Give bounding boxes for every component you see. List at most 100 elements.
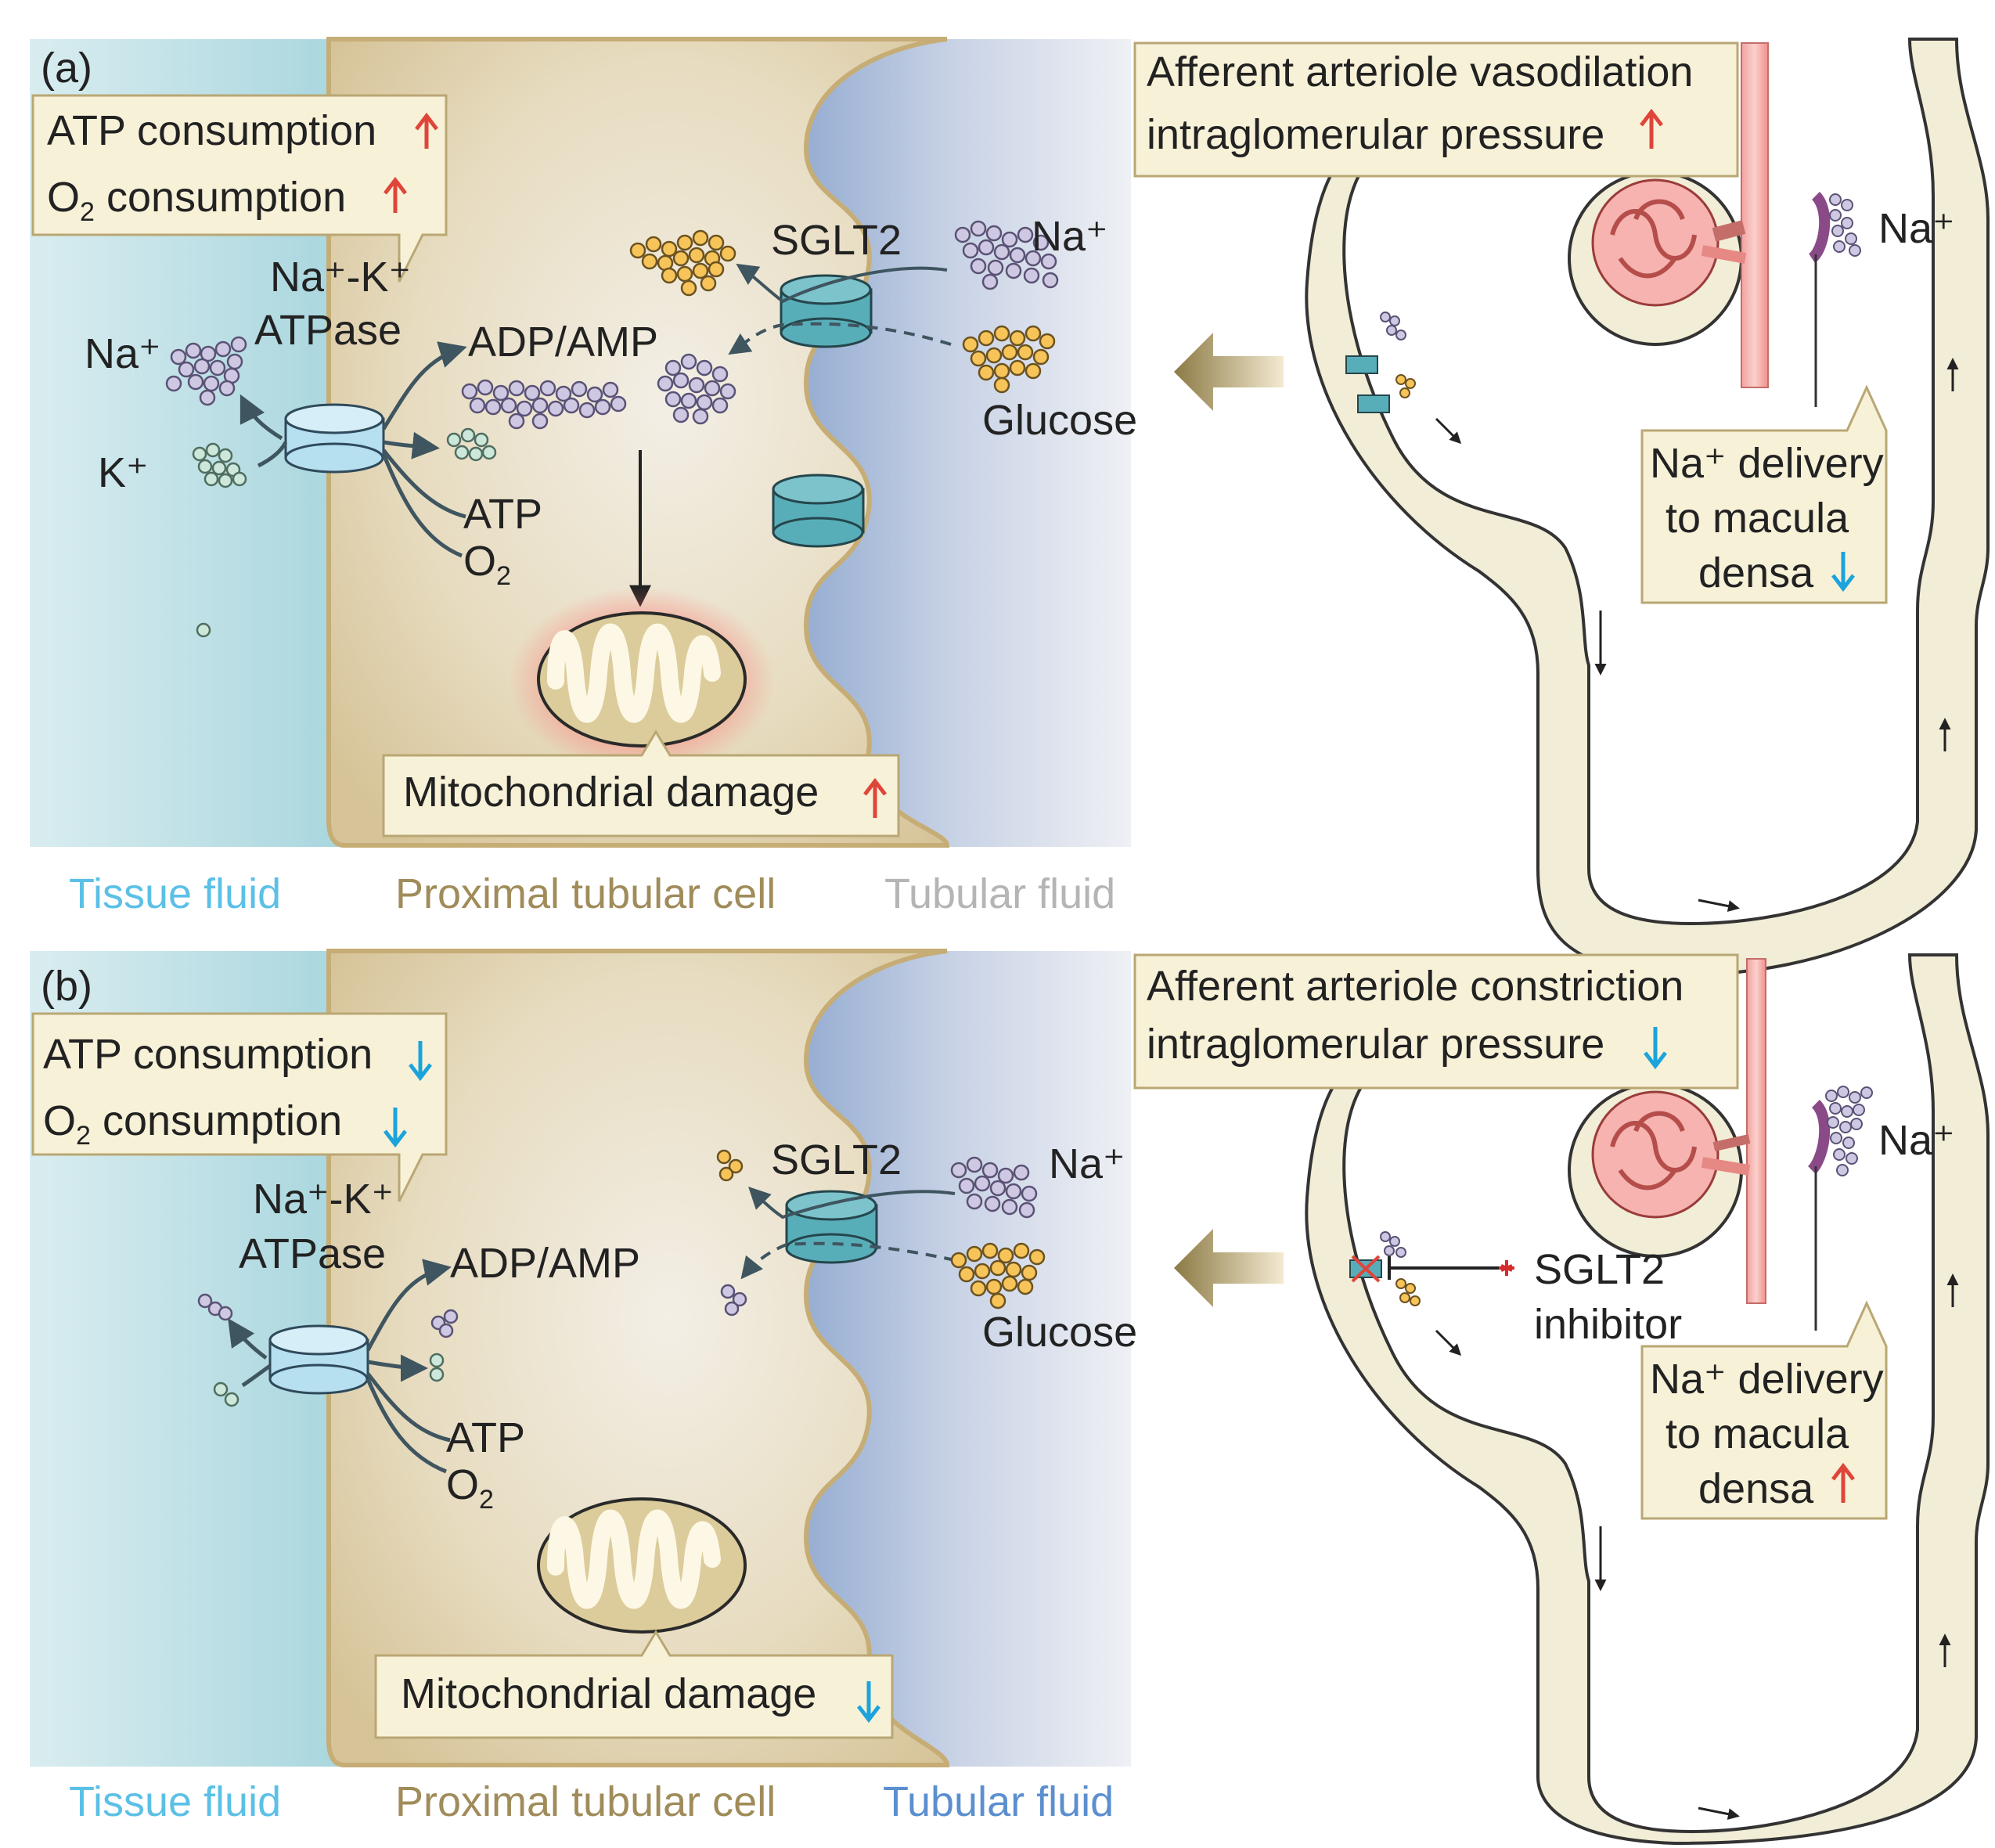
na-k-atpase-pump	[284, 403, 385, 474]
zoom-arrow-b	[1174, 1229, 1284, 1307]
sodium-small-b	[197, 1293, 233, 1321]
up-arrow-icon	[384, 176, 407, 213]
k-inward-arrow	[383, 431, 440, 459]
macula-na-label: Na⁺	[1878, 205, 1955, 252]
na-k-atpase-pump-b	[268, 1324, 369, 1395]
panel-a-letter: (a)	[41, 45, 92, 92]
glucose-cluster-cytoplasm	[629, 229, 736, 297]
o2-in-line-b	[366, 1378, 447, 1474]
adp-arrow-b	[366, 1259, 452, 1352]
atp-consumption-label: ATP consumption	[47, 107, 376, 154]
down-arrow-icon	[1644, 1027, 1667, 1070]
tissue-fluid-label: Tissue fluid	[69, 870, 281, 917]
adp-amp-label: ADP/AMP	[468, 319, 658, 366]
afferent-callout-a: Afferent arteriole vasodilation intraglo…	[1133, 41, 1739, 178]
lumen-na-label-b: Na⁺	[1049, 1140, 1125, 1187]
sodium-cotransport-arrow	[728, 322, 952, 355]
macula-line3-b: densa	[1698, 1465, 1814, 1512]
mitochondrial-damage-callout-b: Mitochondrial damage	[374, 1630, 894, 1739]
na-k-label: Na⁺-K⁺	[270, 254, 411, 301]
potassium-small-b	[213, 1381, 239, 1407]
down-arrow-icon	[857, 1681, 880, 1724]
panel-b-letter: (b)	[41, 963, 92, 1010]
panel-a: (a) ATP consumption O2 consumption Na⁺-K…	[30, 37, 1990, 977]
adp-arrow	[381, 341, 467, 430]
atp-label: ATP	[463, 491, 542, 538]
sglt2-transporter	[780, 274, 873, 348]
up-arrow-icon	[1640, 108, 1663, 149]
lumen-na-label: Na⁺	[1032, 213, 1108, 260]
sodium-cluster-lumen	[954, 220, 1059, 290]
mitochondrion	[509, 587, 775, 775]
atpase-label: ATPase	[254, 307, 402, 354]
up-arrow-icon	[415, 112, 438, 149]
proximal-cell-label-b: Proximal tubular cell	[395, 1778, 776, 1825]
macula-line2-b: to macula	[1666, 1410, 1849, 1457]
inhibited-sglt2	[1349, 1231, 1421, 1306]
down-arrow-icon	[1831, 552, 1855, 593]
mitochondrial-damage-label: Mitochondrial damage	[403, 769, 819, 816]
sodium-cluster-cytoplasm	[461, 379, 627, 430]
macula-densa	[1808, 192, 1831, 263]
o2-in-line	[381, 453, 463, 558]
afferent-line2-b: intraglomerular pressure	[1147, 1021, 1604, 1068]
k-label: K⁺	[98, 449, 149, 496]
macula-na-label-b: Na⁺	[1878, 1117, 1955, 1164]
na-label: Na⁺	[85, 330, 161, 377]
atp-in-line	[382, 448, 466, 519]
macula-line1: Na⁺ delivery	[1650, 440, 1884, 487]
afferent-callout-b: Afferent arteriole constriction intraglo…	[1133, 953, 1739, 1090]
sodium-cluster-sglt	[657, 353, 736, 425]
macula-callout-b: Na⁺ delivery to macula densa	[1640, 1300, 1888, 1520]
macula-line2: to macula	[1666, 495, 1849, 542]
k-inward-arrow-b	[367, 1354, 428, 1382]
macula-line1-b: Na⁺ delivery	[1650, 1356, 1884, 1403]
mitochondrial-damage-label-b: Mitochondrial damage	[401, 1670, 816, 1717]
sglt2-transporter-secondary	[772, 474, 865, 548]
afferent-line1-b: Afferent arteriole constriction	[1147, 963, 1684, 1010]
o2-consumption-label: O2 consumption	[47, 174, 346, 227]
inhibitor-star-icon	[1499, 1260, 1514, 1276]
macula-line3: densa	[1698, 549, 1814, 596]
glucose-cotransport-arrow-b	[748, 1187, 956, 1219]
sglt2-label-b: SGLT2	[771, 1137, 902, 1183]
glucose-label: Glucose	[982, 397, 1137, 444]
potassium-cluster-inside	[446, 427, 497, 462]
sodium-cotransport-arrow-b	[740, 1241, 956, 1280]
sodium-cluster-lumen-b	[950, 1156, 1038, 1219]
macula-densa-b	[1807, 1100, 1831, 1174]
k-influx-line	[257, 441, 288, 468]
tubular-fluid-label: Tubular fluid	[884, 870, 1115, 917]
glucose-cluster-lumen-b	[950, 1242, 1046, 1309]
down-arrow-icon	[384, 1108, 407, 1148]
up-arrow-icon	[1831, 1462, 1855, 1503]
o2-label-b: O2	[446, 1461, 494, 1515]
atp-in-line-b	[366, 1372, 451, 1443]
up-arrow-icon	[863, 777, 887, 818]
block-x-icon	[1351, 1255, 1381, 1283]
down-arrow-icon	[409, 1041, 432, 1082]
nephron-b: Na⁺ SGLT2 inhibitor	[1305, 953, 1990, 1846]
na-efflux-arrow	[239, 394, 283, 441]
sglt2-label: SGLT2	[771, 217, 902, 264]
potassium-cytoplasm-b	[429, 1353, 445, 1382]
atp-consumption-label-b: ATP consumption	[43, 1031, 373, 1078]
consumption-callout-b: ATP consumption O2 consumption	[31, 1012, 448, 1202]
consumption-callout-a: ATP consumption O2 consumption	[31, 94, 448, 283]
sglt2-transporter-b	[785, 1190, 878, 1264]
o2-consumption-label-b: O2 consumption	[43, 1097, 342, 1151]
sodium-small-cyt-b	[720, 1284, 747, 1317]
inhibitor-line2: inhibitor	[1534, 1301, 1682, 1348]
glucose-cotransport-arrow	[736, 263, 948, 304]
afferent-line2: intraglomerular pressure	[1147, 111, 1604, 158]
na-efflux-arrow-b	[228, 1318, 268, 1360]
atpase-label-b: ATPase	[239, 1230, 386, 1277]
zoom-arrow	[1174, 333, 1284, 411]
glucose-cluster-lumen	[962, 325, 1056, 394]
glucose-label-b: Glucose	[982, 1309, 1137, 1356]
proximal-cell-label: Proximal tubular cell	[395, 870, 776, 917]
k-influx-line-b	[241, 1363, 272, 1388]
sodium-cytoplasm-b	[430, 1309, 459, 1338]
adp-amp-label-b: ADP/AMP	[450, 1240, 640, 1287]
